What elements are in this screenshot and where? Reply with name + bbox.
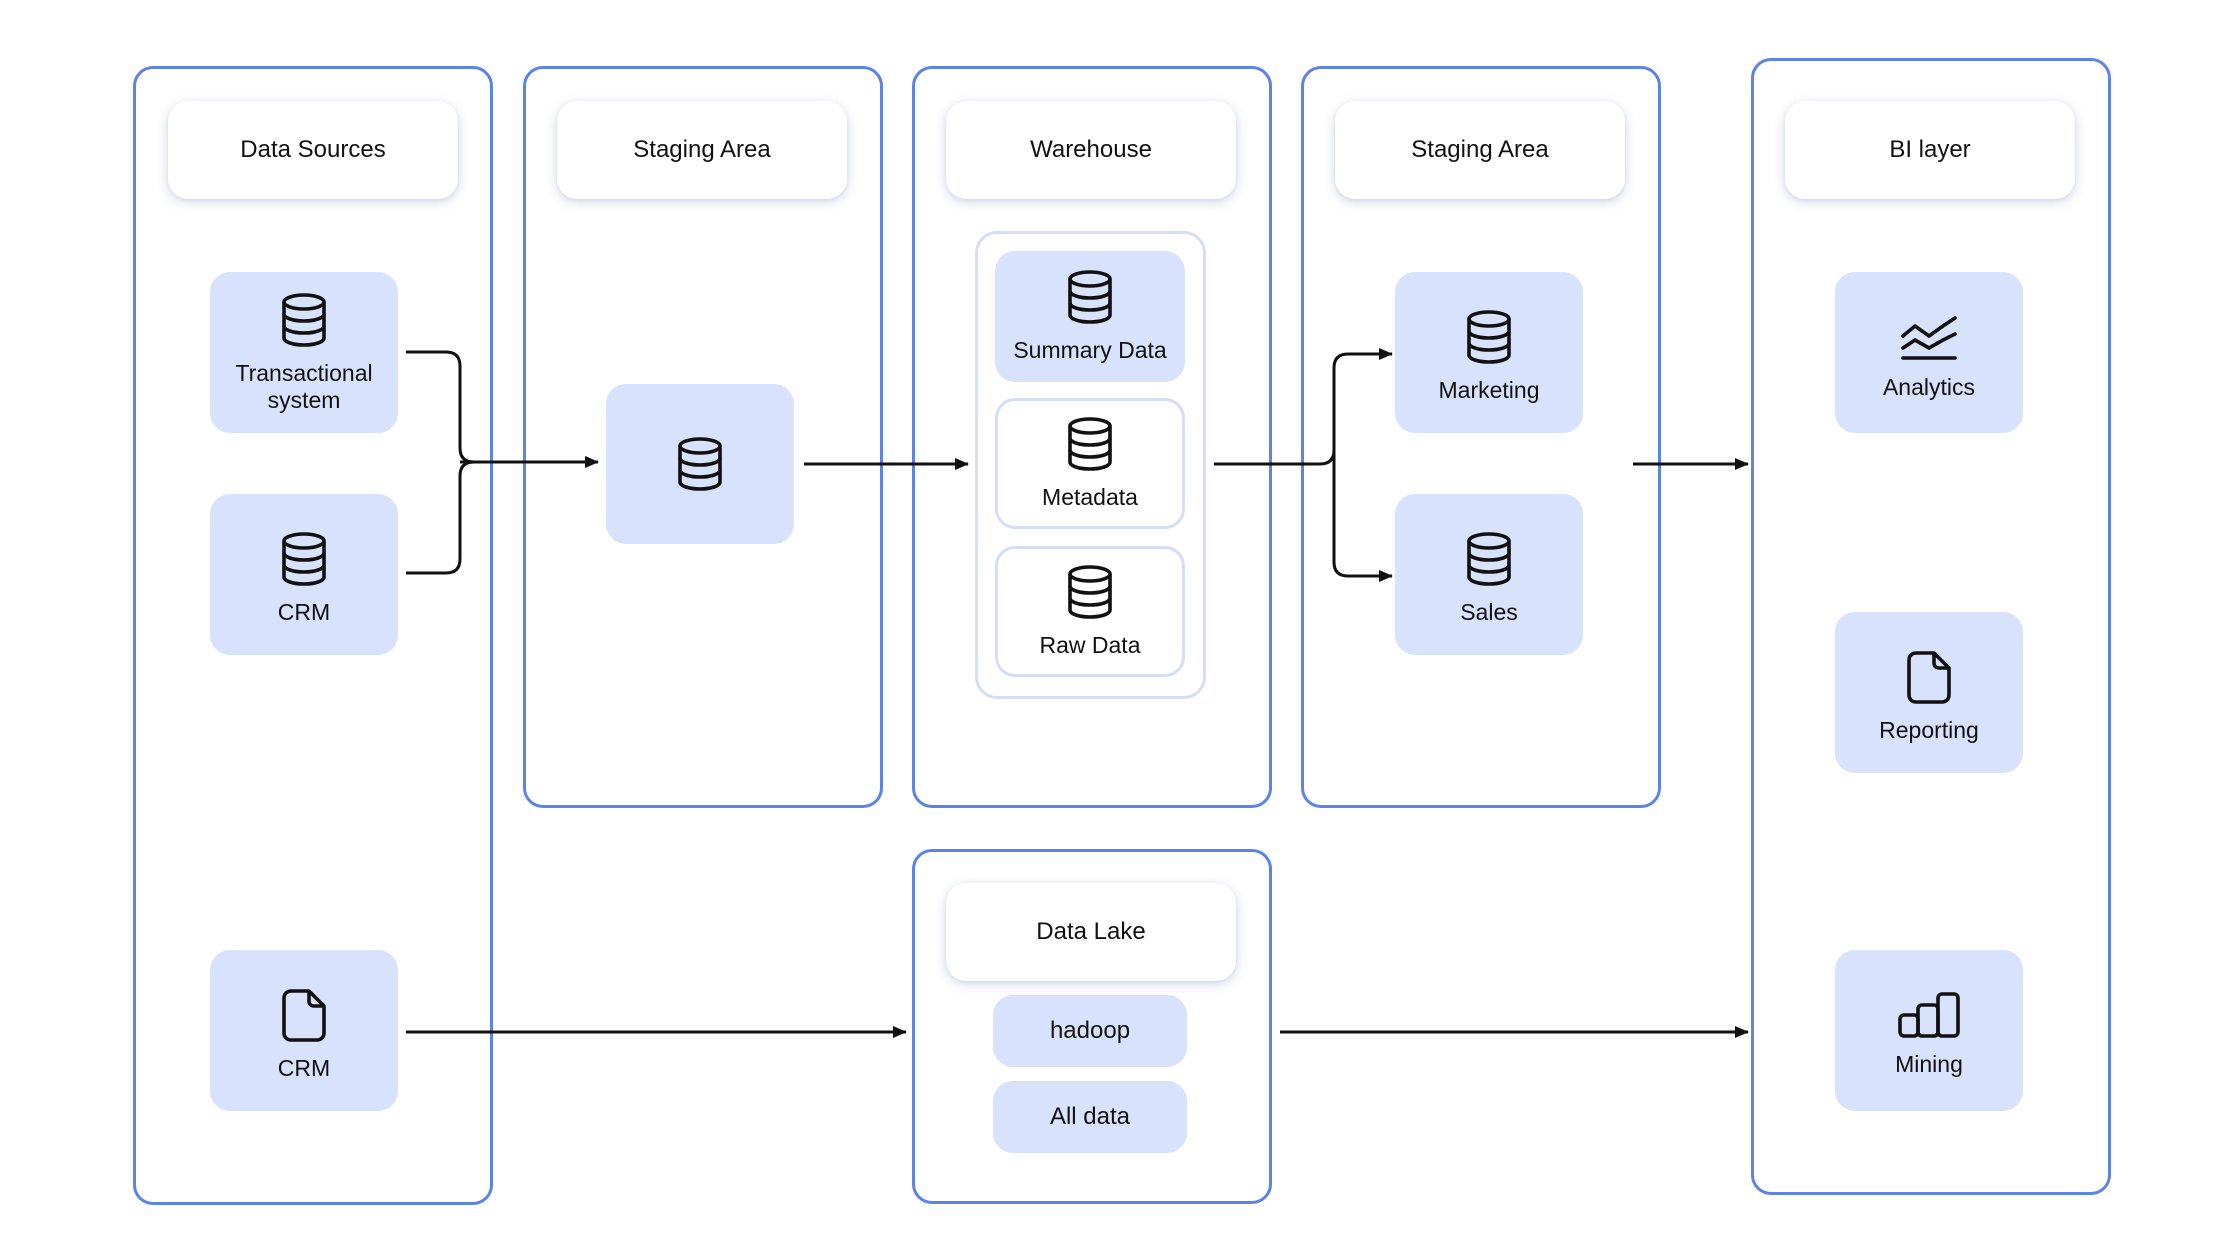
data-lake-all-data: All data [993,1081,1187,1153]
node-mining: Mining [1835,950,2023,1111]
connector-warehouse-out [1214,449,1336,466]
data-lake-all-data-label: All data [1049,1103,1131,1130]
data-lake-hadoop-label: hadoop [1049,1017,1131,1044]
node-mining-label: Mining [1895,1051,1963,1078]
node-marketing: Marketing [1395,272,1583,433]
node-raw-data: Raw Data [995,546,1185,677]
node-reporting-label: Reporting [1879,717,1979,744]
node-metadata: Metadata [995,398,1185,529]
header-data-lake: Data Lake [946,883,1236,981]
header-staging-area-out: Staging Area [1335,101,1625,199]
header-data-sources-label: Data Sources [240,136,386,163]
header-data-sources: Data Sources [168,101,458,199]
node-transactional-system: Transactional system [210,272,398,433]
arrow-to-marketing [1332,348,1393,464]
node-metadata-label: Metadata [1042,484,1138,511]
arrow-to-sales [1332,464,1393,582]
data-lake-hadoop: hadoop [993,995,1187,1067]
node-sales-label: Sales [1460,599,1518,626]
node-crm-database-label: CRM [277,599,331,626]
header-data-lake-label: Data Lake [1036,918,1146,945]
header-staging-area-out-label: Staging Area [1411,136,1549,163]
node-raw-data-label: Raw Data [1039,632,1141,659]
header-warehouse-label: Warehouse [1030,136,1152,163]
node-staging-database [606,384,794,544]
node-summary-data-label: Summary Data [1013,337,1167,364]
node-crm-file-label: CRM [277,1055,331,1082]
node-analytics: Analytics [1835,272,2023,433]
header-warehouse: Warehouse [946,101,1236,199]
header-staging-area-in-label: Staging Area [633,136,771,163]
node-marketing-label: Marketing [1438,377,1540,404]
node-summary-data: Summary Data [995,251,1185,382]
node-sales: Sales [1395,494,1583,655]
node-analytics-label: Analytics [1882,374,1976,401]
header-bi-layer: BI layer [1785,101,2075,199]
connector-transactional-to-staging [406,350,475,464]
node-crm-file: CRM [210,950,398,1111]
node-crm-database: CRM [210,494,398,655]
header-staging-area-in: Staging Area [557,101,847,199]
header-bi-layer-label: BI layer [1889,136,1971,163]
node-reporting: Reporting [1835,612,2023,773]
node-transactional-system-label: Transactional system [235,360,373,413]
connector-crm-to-staging [406,460,475,575]
